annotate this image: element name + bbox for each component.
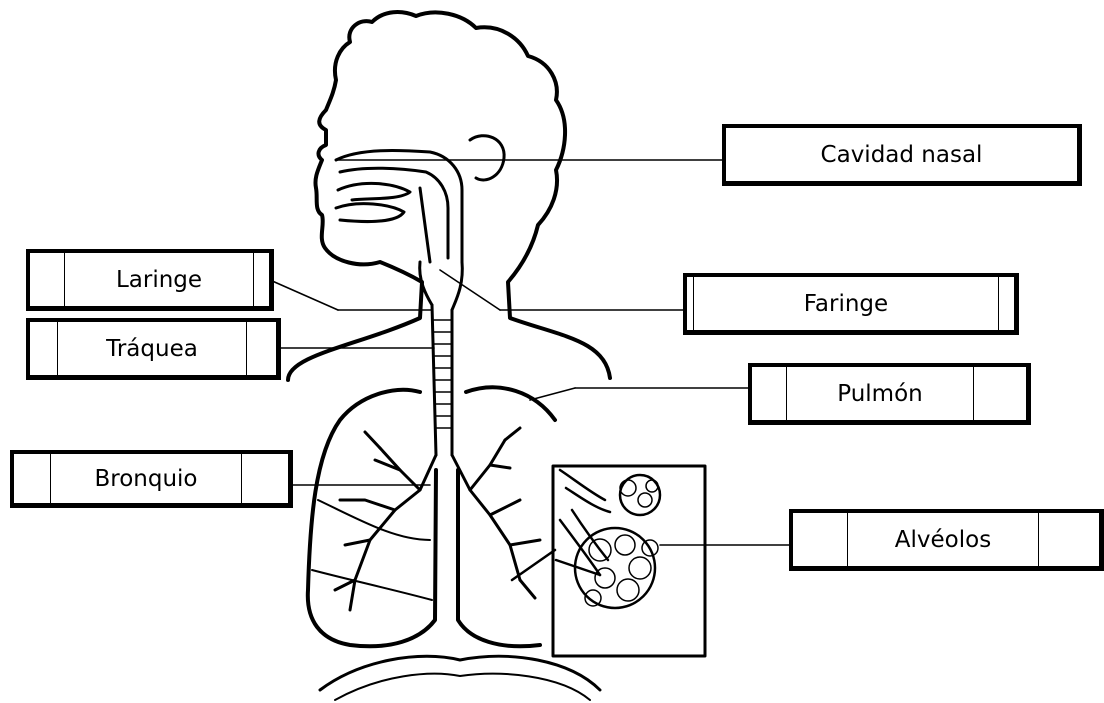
leader-laringe [270,280,338,310]
label-text-alveolos: Alvéolos [847,513,1039,566]
label-text-bronquio: Bronquio [50,454,242,503]
label-text-pulmon: Pulmón [786,367,974,420]
label-text-cavidad-nasal: Cavidad nasal [726,128,1077,181]
label-text-faringe: Faringe [693,277,999,330]
label-bronquio: Bronquio [10,450,293,508]
label-text-laringe: Laringe [64,253,254,306]
alveoli-detail [512,470,660,608]
right-lung [458,387,555,646]
label-traquea: Tráquea [26,318,281,380]
leader-faringe [440,270,500,310]
body-outline [288,12,610,380]
label-laringe: Laringe [26,249,274,311]
nasal-cavity [336,150,462,262]
label-cavidad-nasal: Cavidad nasal [722,124,1082,186]
left-lung [308,390,436,646]
label-faringe: Faringe [683,273,1019,335]
leader-lines [270,160,790,545]
label-pulmon: Pulmón [748,363,1031,425]
ear [470,136,504,180]
larynx [420,262,463,310]
trachea-rings [434,320,452,428]
label-alveolos: Alvéolos [789,509,1104,571]
leader-pulmon [530,388,575,400]
label-text-traquea: Tráquea [57,322,247,375]
